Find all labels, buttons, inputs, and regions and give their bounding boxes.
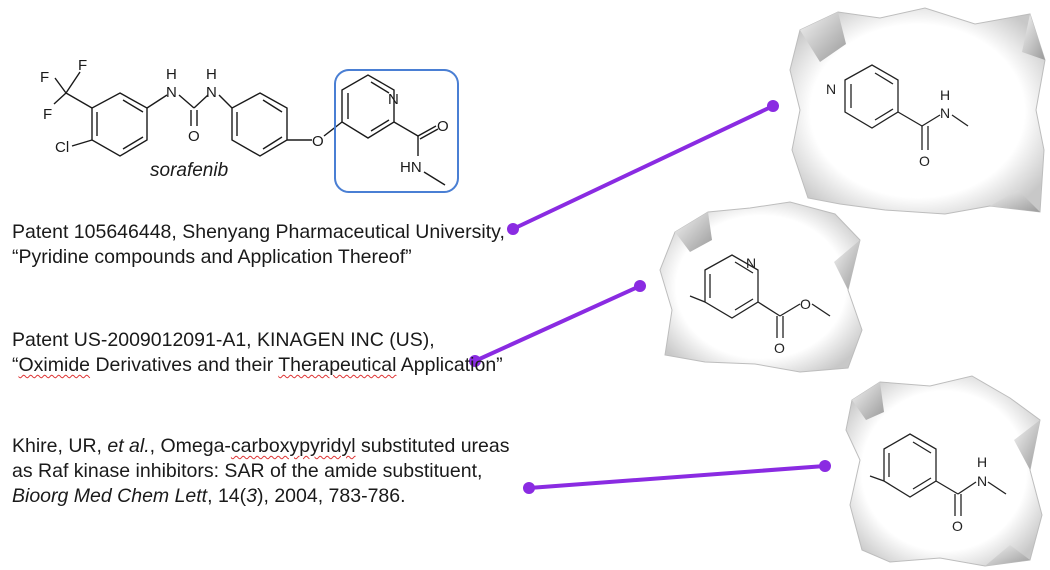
- frag2-o-carbonyl: O: [774, 340, 785, 356]
- atom-o-ether: O: [312, 133, 324, 150]
- fragment-benzamide: H N O: [845, 375, 1043, 567]
- reference-3-word-carboxypyridyl: carboxypyridyl: [230, 435, 356, 457]
- connector-1-start-dot: [507, 223, 519, 235]
- atom-n-pyridine: N: [388, 91, 399, 108]
- fragment-isonicotinamide: N H N O: [789, 7, 1046, 215]
- reference-3-etal: et al.: [107, 435, 150, 457]
- reference-2-word-therapeutical: Therapeutical: [278, 354, 397, 376]
- sorafenib-structure: [53, 69, 459, 193]
- atom-n2: N: [206, 84, 217, 101]
- reference-3-journal: Bioorg Med Chem Lett: [12, 485, 208, 507]
- frag3-h: H: [977, 454, 987, 470]
- connector-3: [527, 464, 827, 490]
- connector-2: [473, 284, 642, 363]
- atom-cl: Cl: [55, 139, 69, 156]
- reference-2-part3: Application”: [396, 354, 503, 376]
- reference-2-part1: Patent US-2009012091-A1, KINAGEN INC (US…: [12, 329, 435, 376]
- molecule-name: sorafenib: [150, 160, 228, 181]
- reference-2: Patent US-2009012091-A1, KINAGEN INC (US…: [12, 328, 512, 378]
- atom-o-urea: O: [188, 128, 200, 145]
- connector-1: [511, 104, 775, 231]
- ring-pyridine: [341, 74, 395, 139]
- reference-3: Khire, UR, et al., Omega-carboxypyridyl …: [12, 434, 512, 509]
- frag1-h: H: [940, 87, 950, 103]
- atom-n1: N: [166, 84, 177, 101]
- frag2-o-ester: O: [800, 296, 811, 312]
- frag1-o: O: [919, 153, 930, 169]
- atom-f2: F: [78, 57, 87, 74]
- atom-f3: F: [43, 106, 52, 123]
- fragment-methyl-picolinate: N O O: [659, 201, 863, 373]
- reference-3-c: substituted ureas as Raf kinase inhibito…: [12, 435, 510, 482]
- reference-1-text: Patent 105646448, Shenyang Pharmaceutica…: [12, 221, 505, 268]
- reference-3-issue: 3: [246, 485, 257, 507]
- reference-3-b: , Omega-: [149, 435, 231, 457]
- reference-1: Patent 105646448, Shenyang Pharmaceutica…: [12, 220, 512, 270]
- connector-2-end-dot: [634, 280, 646, 292]
- atom-hn: HN: [400, 159, 422, 176]
- reference-3-a: Khire, UR,: [12, 435, 108, 457]
- frag3-o: O: [952, 518, 963, 534]
- connector-3-start-dot: [523, 482, 535, 494]
- connector-2-start-dot: [469, 355, 481, 367]
- atom-h2: H: [206, 66, 217, 83]
- frag2-n: N: [746, 255, 756, 271]
- reference-3-d: , 14(: [207, 485, 247, 507]
- connector-1-end-dot: [767, 100, 779, 112]
- frag3-n: N: [977, 473, 987, 489]
- ring-b: [231, 92, 288, 157]
- frag1-n: N: [826, 81, 836, 97]
- reference-2-word-oximide: Oximide: [18, 354, 91, 376]
- ring-a: [91, 92, 148, 157]
- reference-2-part2: Derivatives and their: [90, 354, 279, 376]
- reference-3-e: ), 2004, 783-786.: [257, 485, 406, 507]
- atom-h1: H: [166, 66, 177, 83]
- atom-f1: F: [40, 69, 49, 86]
- highlight-box-outline: [334, 69, 459, 193]
- connectors: [469, 100, 831, 494]
- frag1-n2: N: [940, 105, 950, 121]
- atom-o-amide: O: [437, 118, 449, 135]
- connector-3-end-dot: [819, 460, 831, 472]
